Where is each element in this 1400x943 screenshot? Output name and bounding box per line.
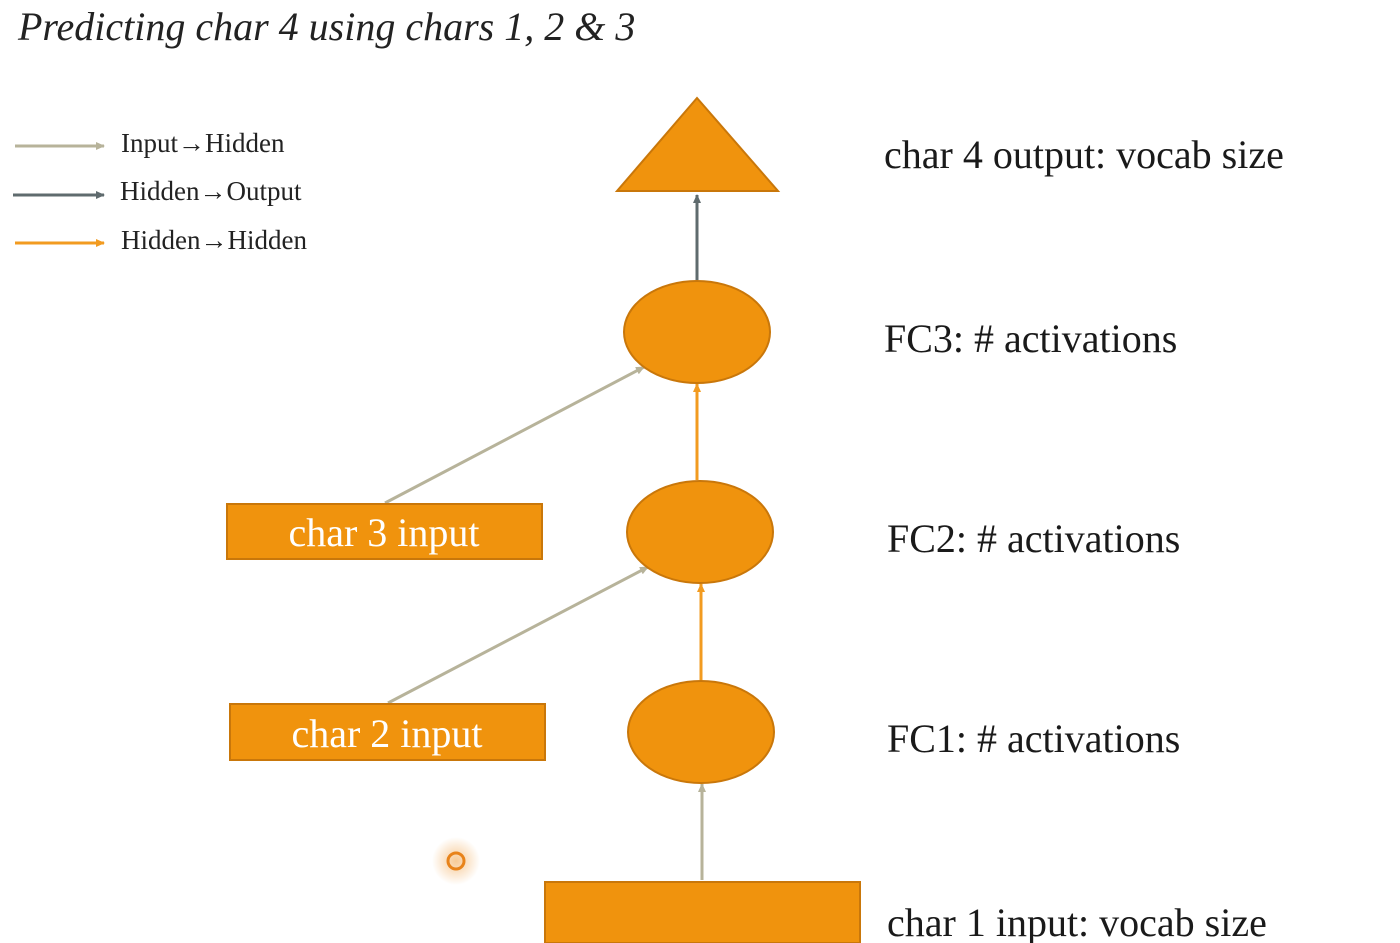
char3-input-box <box>226 503 543 560</box>
fc1-label: FC1: # activations <box>887 716 1180 761</box>
legend-hidden-output-label: Hidden→Output <box>120 176 302 206</box>
char3-input-label: char 3 input <box>288 510 479 555</box>
char1-input-box <box>544 881 861 943</box>
char2-input-box <box>229 703 546 761</box>
fc3-label: FC3: # activations <box>884 316 1177 361</box>
edge-char3-to-fc3 <box>384 365 645 505</box>
fc3-node <box>623 280 771 384</box>
fc2-label: FC2: # activations <box>887 516 1180 561</box>
fc2-node <box>626 480 774 584</box>
cursor-indicator <box>432 837 480 885</box>
legend-input-hidden-label: Input→Hidden <box>121 128 285 158</box>
char1-label: char 1 input: vocab size <box>887 900 1267 943</box>
legend: Input→Hidden Hidden→Output Hidden→Hidden <box>13 128 307 255</box>
legend-hidden-hidden-label: Hidden→Hidden <box>121 225 307 255</box>
diagram-title: Predicting char 4 using chars 1, 2 & 3 <box>17 4 635 49</box>
output-label: char 4 output: vocab size <box>884 132 1284 177</box>
edge-char2-to-fc2 <box>387 565 649 705</box>
char2-input-label: char 2 input <box>291 711 482 756</box>
fc1-node <box>627 680 775 784</box>
output-triangle <box>614 96 781 192</box>
